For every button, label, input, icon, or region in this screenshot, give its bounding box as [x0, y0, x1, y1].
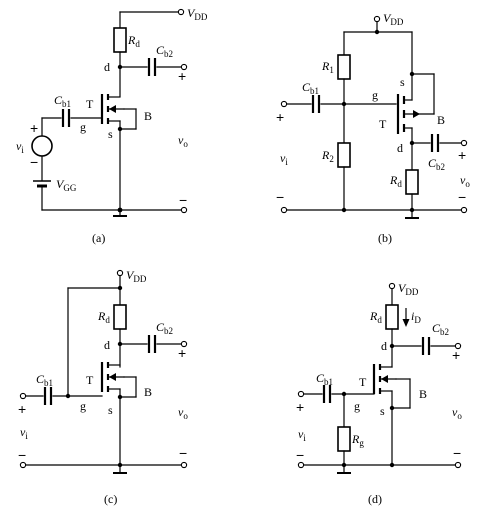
- output-minus: −: [179, 445, 187, 461]
- gate-label: g: [372, 88, 378, 102]
- output-terminal: [180, 340, 188, 348]
- caption-b: (b): [378, 231, 392, 245]
- caption-d: (d): [368, 492, 382, 506]
- vi-plus: +: [30, 120, 38, 136]
- output-minus: −: [179, 192, 187, 208]
- output-plus: +: [178, 345, 186, 361]
- body-label: B: [144, 109, 152, 123]
- resistor-rg: [337, 426, 351, 452]
- source-label: s: [108, 127, 113, 141]
- vi-minus: −: [30, 154, 38, 170]
- input-terminal: [19, 392, 27, 400]
- input-minus: −: [296, 447, 304, 463]
- cb2-label: Cb2: [156, 43, 173, 59]
- vdd-label: VDD: [187, 6, 208, 22]
- vgg-label: VGG: [56, 177, 77, 193]
- transistor-label: T: [359, 375, 367, 389]
- vdd-terminal: [177, 8, 185, 16]
- id-label: iD: [411, 309, 421, 325]
- source-label: s: [400, 75, 405, 89]
- input-minus: −: [18, 447, 26, 463]
- vdd-terminal: [116, 269, 124, 277]
- resistor-rd: [405, 169, 419, 195]
- body-label: B: [144, 385, 152, 399]
- source-label: s: [380, 404, 385, 418]
- cb2-label: Cb2: [432, 321, 449, 337]
- cb2-label: Cb2: [156, 320, 173, 336]
- cb1-label: Cb1: [36, 372, 53, 388]
- drain-label: d: [397, 141, 403, 155]
- vdd-label: VDD: [126, 268, 147, 284]
- drain-label: d: [104, 60, 110, 74]
- body-label: B: [437, 113, 445, 127]
- output-plus: +: [178, 68, 186, 84]
- output-terminal: [460, 139, 468, 147]
- substrate-arrow: [109, 105, 116, 113]
- output-plus: +: [452, 347, 460, 363]
- rd-label: Rd: [389, 173, 402, 189]
- output-plus: +: [458, 147, 466, 163]
- output-minus: −: [453, 445, 461, 461]
- circuit-b: VDD R1 R2 Cb1 g + vi − s B: [276, 11, 470, 245]
- input-plus: +: [18, 401, 26, 417]
- input-terminal: [280, 100, 288, 108]
- substrate-arrow: [413, 110, 420, 118]
- rg-label: Rg: [351, 432, 364, 448]
- input-terminal: [297, 390, 305, 398]
- output-terminal: [180, 63, 188, 71]
- transistor-label: T: [86, 97, 94, 111]
- r2-label: R2: [321, 148, 334, 164]
- input-minus: −: [276, 189, 284, 205]
- input-plus: +: [276, 109, 284, 125]
- r1-label: R1: [321, 59, 334, 75]
- gate-label: g: [80, 399, 86, 413]
- output-terminal: [454, 342, 462, 350]
- vdd-label: VDD: [398, 281, 419, 297]
- vdd-terminal: [388, 282, 396, 290]
- cb1-label: Cb1: [316, 371, 333, 387]
- circuit-c: VDD Rd d Cb2 + T B s: [18, 268, 188, 506]
- vdd-terminal: [373, 15, 381, 23]
- resistor-r2: [337, 142, 351, 168]
- gate-label: g: [354, 399, 360, 413]
- output-minus: −: [458, 189, 466, 205]
- circuit-d: VDD Rd iD d Cb2 + T B s: [296, 281, 462, 506]
- input-plus: +: [296, 399, 304, 415]
- vi-label: vi: [298, 427, 306, 443]
- drain-label: d: [381, 339, 387, 353]
- transistor-label: T: [86, 373, 94, 387]
- substrate-arrow: [381, 375, 388, 383]
- caption-c: (c): [104, 492, 117, 506]
- vo-label: vo: [178, 405, 188, 421]
- cb1-label: Cb1: [54, 93, 71, 109]
- vi-label: vi: [20, 425, 28, 441]
- vdd-label: VDD: [383, 11, 404, 27]
- resistor-rd: [385, 304, 399, 330]
- source-label: s: [108, 403, 113, 417]
- substrate-arrow: [109, 373, 116, 381]
- vo-label: vo: [460, 173, 470, 189]
- resistor-rd: [113, 27, 127, 53]
- rd-label: Rd: [127, 33, 140, 49]
- resistor-r1: [337, 54, 351, 80]
- body-label: B: [419, 387, 427, 401]
- vo-label: vo: [178, 133, 188, 149]
- transistor-label: T: [379, 117, 387, 131]
- gate-label: g: [80, 120, 86, 134]
- vi-label: vi: [280, 151, 288, 167]
- cb2-label: Cb2: [428, 156, 445, 172]
- drain-label: d: [104, 338, 110, 352]
- vi-source: [31, 135, 53, 157]
- vi-label: vi: [16, 139, 24, 155]
- cb1-label: Cb1: [302, 80, 319, 96]
- rd-label: Rd: [97, 309, 110, 325]
- resistor-rd: [113, 304, 127, 330]
- circuit-a: VDD Rd d Cb2 + T B s Cb: [16, 6, 208, 245]
- vo-label: vo: [452, 405, 462, 421]
- rd-label: Rd: [369, 309, 382, 325]
- caption-a: (a): [92, 231, 105, 245]
